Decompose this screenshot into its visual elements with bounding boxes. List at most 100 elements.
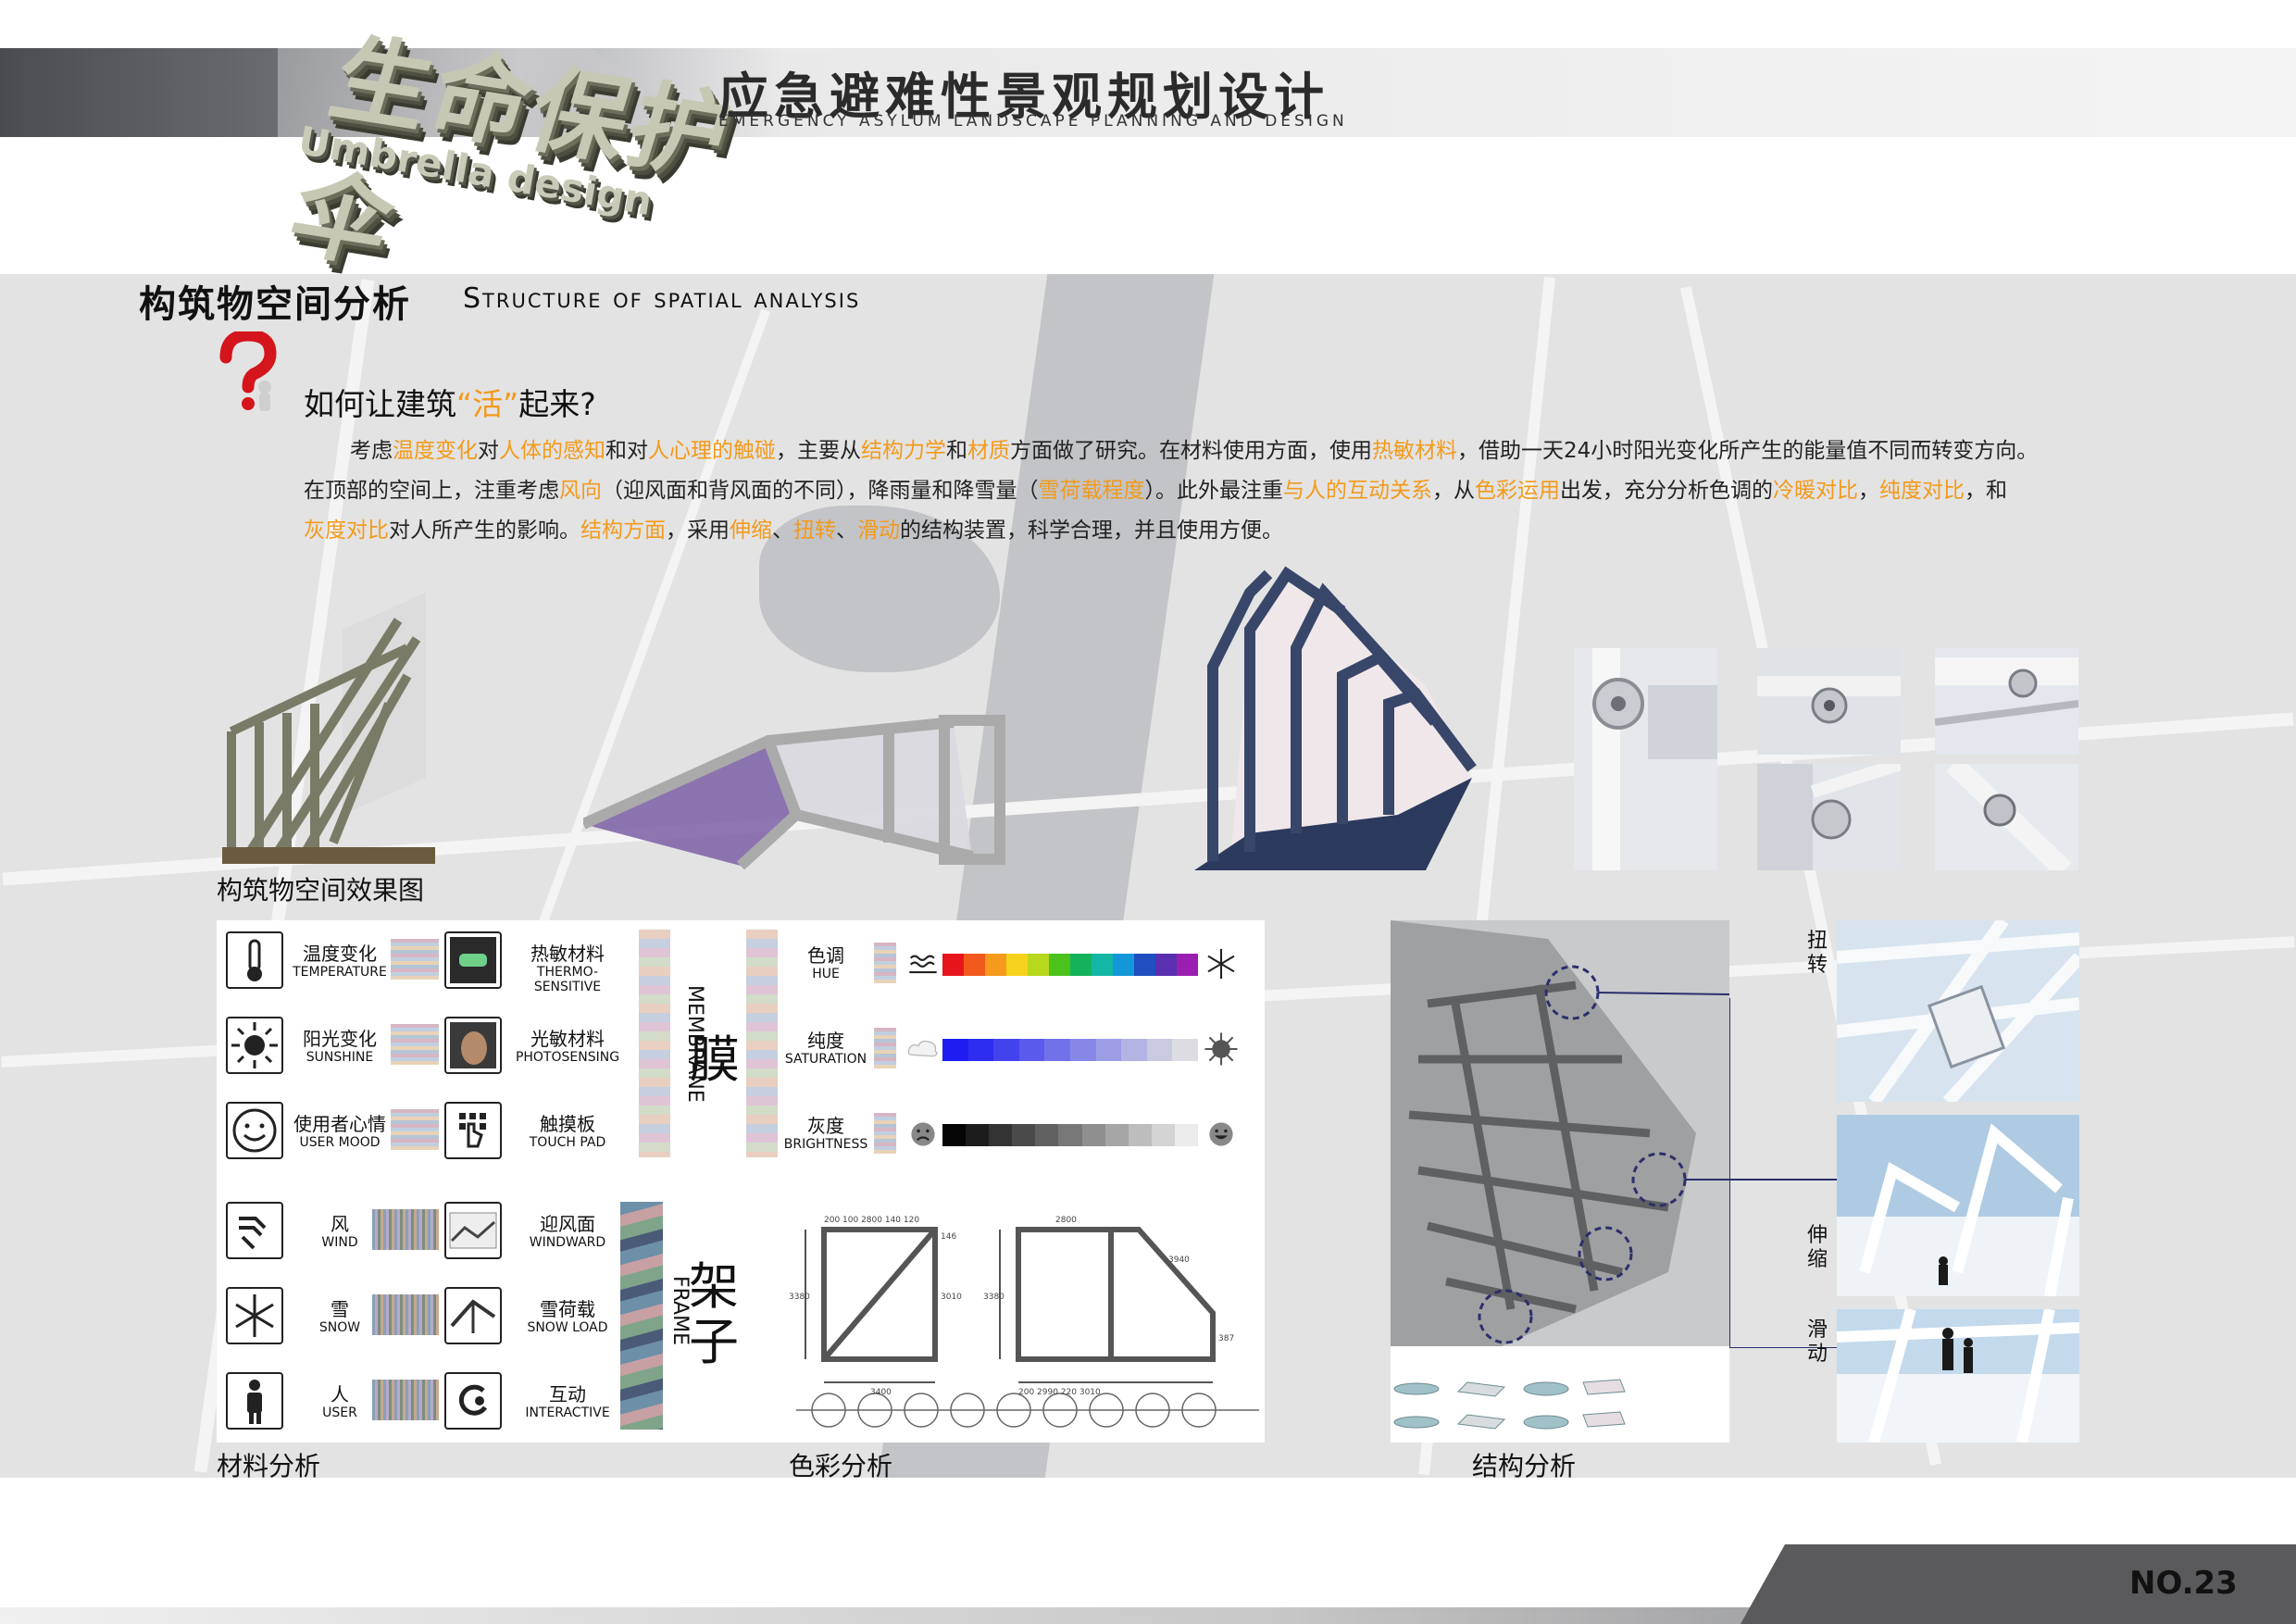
- dim-right-diag: 3940: [1168, 1255, 1190, 1265]
- color-factor-label-en: BRIGHTNESS: [783, 1137, 868, 1152]
- description-segment: ，主要从: [776, 439, 861, 463]
- dim-right-bottom: 200 2990 220 3010: [1018, 1388, 1101, 1397]
- thermometer-icon: [226, 931, 283, 989]
- material-solution-label-en: WINDWARD: [529, 1235, 606, 1250]
- material-solution-label: 光敏材料: [530, 1028, 605, 1050]
- material-factor-label-en: USER: [322, 1405, 357, 1420]
- description-segment: 出发，充分分析色调的: [1560, 479, 1773, 503]
- color-scale-cell: [1174, 1124, 1199, 1146]
- touch-pad-icon: [444, 1102, 502, 1159]
- material-color-panel: [217, 920, 1265, 1443]
- color-caption: 色彩分析: [789, 1451, 893, 1481]
- sun-icon: [226, 1017, 283, 1074]
- render-frame-structure: [222, 593, 435, 864]
- description-segment: 冷暖对比: [1773, 479, 1858, 503]
- material-factor-label: 使用者心情: [293, 1113, 386, 1135]
- frame-label-cn: 架子: [689, 1257, 739, 1371]
- description-segment: ，和: [1965, 479, 2007, 503]
- material-swatch: [391, 1024, 439, 1065]
- description-segment: 和对: [605, 439, 648, 463]
- wind-icon: [226, 1202, 283, 1259]
- membrane-label-en: MEMBRANE: [683, 985, 706, 1103]
- twist-label: 扭转: [1807, 930, 1828, 977]
- description-segment: 对人所产生的影响。: [389, 518, 580, 543]
- snow-load-icon: [444, 1287, 502, 1344]
- interactive-icon: [444, 1372, 502, 1430]
- structure-analysis-drawing: [1391, 920, 1729, 1346]
- dim-left-bottom: 3400: [870, 1388, 892, 1397]
- hue-scale: [942, 954, 1198, 976]
- stretch-render: [1837, 1115, 2079, 1296]
- description-segment: 在顶部的空间上，注重考虑: [304, 479, 559, 503]
- material-factor-label: 阳光变化: [303, 1028, 377, 1050]
- joint-detail-photo-1: [1574, 648, 1717, 870]
- color-scale-cell: [1069, 1039, 1096, 1061]
- question-suffix: 起来?: [518, 386, 596, 422]
- material-solution-label-en: INTERACTIVE: [525, 1405, 610, 1420]
- material-factor-label: 温度变化: [303, 943, 377, 965]
- description-segment: 风向: [559, 479, 602, 503]
- question-mark-icon: [217, 329, 281, 415]
- page-title: 应急避难性景观规划设计: [718, 68, 1329, 126]
- description-segment: 色彩运用: [1475, 479, 1560, 503]
- description-segment: 扭转: [793, 518, 836, 543]
- color-factor-label: 灰度: [807, 1115, 844, 1137]
- description-segment: 温度变化: [393, 439, 478, 463]
- description-segment: 滑动: [857, 518, 900, 543]
- material-swatch: [391, 1109, 439, 1150]
- material-swatch: [372, 1294, 439, 1335]
- material-solution-label-en: SNOW LOAD: [527, 1320, 608, 1335]
- color-scale-cell: [1113, 954, 1134, 976]
- description-segment: 人心理的触碰: [648, 439, 776, 463]
- dim-right-top: 2800: [1055, 1216, 1077, 1225]
- description-segment: ，借助一天24小时阳光变化所产生的能量值不同而转变方向。: [1457, 439, 2039, 463]
- membrane-fold-sequence: [1393, 1379, 1626, 1430]
- color-scale-cell: [993, 1039, 1019, 1061]
- frame-label-en: FRAME: [668, 1276, 692, 1345]
- color-scale-cell: [1081, 1124, 1105, 1146]
- description-segment: 对: [478, 439, 499, 463]
- color-scale-cell: [1035, 1124, 1059, 1146]
- thermo-material-icon: [444, 931, 502, 989]
- description-segment: ）。此外最注重: [1144, 479, 1284, 503]
- membrane-strip-left: [639, 930, 670, 1157]
- description-segment: 方面做了研究。在材料使用方面，使用: [1010, 439, 1372, 463]
- color-scale-cell: [1151, 1124, 1175, 1146]
- sad-face-icon: [905, 1116, 942, 1154]
- material-swatch: [372, 1380, 439, 1420]
- description-segment: 考虑: [350, 439, 393, 463]
- description-segment: 结构力学: [861, 439, 946, 463]
- color-scale-cell: [1092, 954, 1113, 976]
- description-segment: ，从: [1432, 479, 1475, 503]
- stretch-label: 伸缩: [1807, 1224, 1828, 1271]
- description-segment: 灰度对比: [304, 518, 389, 543]
- slide-render: [1837, 1309, 2079, 1443]
- color-scale-cell: [964, 954, 985, 976]
- material-solution-label: 触摸板: [540, 1113, 595, 1135]
- color-scale-cell: [942, 954, 964, 976]
- question-prefix: 如何让建筑: [304, 386, 456, 422]
- color-swatch: [874, 1113, 896, 1154]
- snowflake-icon: [1203, 945, 1241, 983]
- description-segment: 、: [772, 518, 793, 543]
- description-segment: （迎风面和背风面的不同），降雨量和降雪量（: [602, 479, 1039, 503]
- description-segment: ，: [1858, 479, 1879, 503]
- description-segment: 和: [946, 439, 967, 463]
- material-factor-label: 风: [331, 1213, 349, 1235]
- material-factor-label-en: SUNSHINE: [306, 1050, 374, 1065]
- description-segment: 热敏材料: [1372, 439, 1457, 463]
- material-factor-label-en: TEMPERATURE: [293, 965, 387, 980]
- material-solution-label-en: TOUCH PAD: [529, 1135, 606, 1150]
- description-segment: 人体的感知: [499, 439, 605, 463]
- color-scale-cell: [1134, 954, 1155, 976]
- happy-face-icon: [1203, 1116, 1241, 1154]
- description-line-3: 灰度对比对人所产生的影响。结构方面，采用伸缩、扭转、滑动的结构装置，科学合理，并…: [304, 511, 2090, 551]
- joint-detail-photo-3: [1935, 648, 2078, 755]
- dim-left-side-right: 3010: [941, 1293, 962, 1302]
- material-solution-label: 热敏材料: [530, 943, 605, 965]
- person-icon: [226, 1372, 283, 1430]
- color-factor-label: 纯度: [807, 1030, 844, 1052]
- logo: 生命保护伞 Umbrella design: [278, 9, 747, 282]
- description-segment: 雪荷载程度: [1038, 479, 1145, 503]
- windward-icon: [444, 1202, 502, 1259]
